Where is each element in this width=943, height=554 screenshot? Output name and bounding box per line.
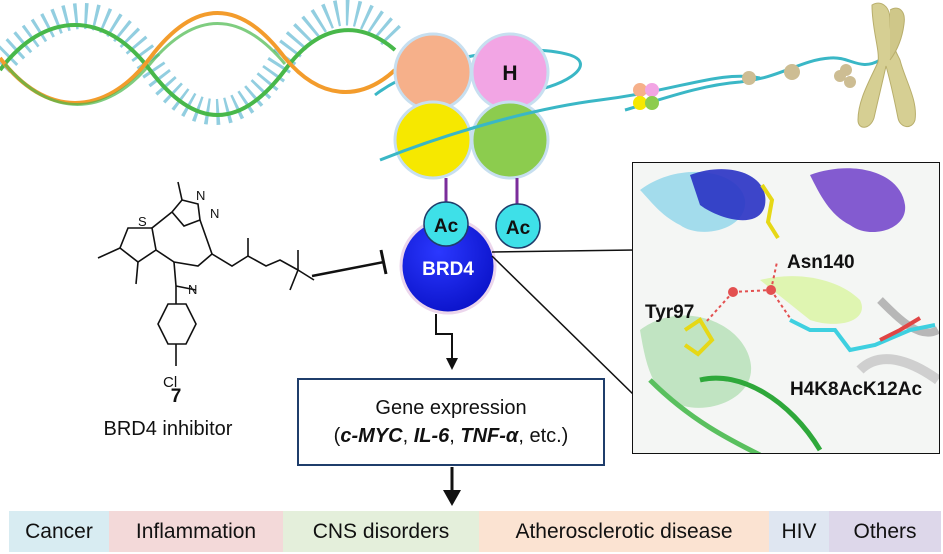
disease-arrow	[443, 467, 461, 506]
gene-il6: IL-6	[413, 425, 450, 447]
gene-cmyc: c-MYC	[340, 425, 403, 447]
disease-cns: CNS disorders	[283, 511, 479, 552]
gene-list: (c-MYC, IL-6, TNF-α, etc.)	[334, 422, 569, 450]
residue-tyr97: Tyr97	[645, 302, 694, 323]
ac-label-2: Ac	[506, 218, 531, 239]
gene-open: (	[333, 425, 341, 447]
disease-hiv: HIV	[769, 511, 829, 552]
compound-number: 7	[171, 386, 182, 407]
chromatin-fiber	[624, 56, 881, 112]
histone-label: H	[502, 62, 517, 85]
crystal-structure-inset: Asn140 Tyr97 H4K8AcK12Ac	[632, 162, 940, 454]
gene-sep-2: ,	[449, 425, 461, 447]
gene-expression-title: Gene expression	[375, 397, 527, 419]
gene-tail: , etc.)	[518, 425, 569, 447]
brd4-label: BRD4	[422, 259, 474, 280]
compound-name: BRD4 inhibitor	[104, 418, 233, 440]
disease-inflammation: Inflammation	[109, 511, 283, 552]
gene-sep-1: ,	[402, 425, 414, 447]
chromosome-icon	[857, 2, 916, 128]
disease-others: Others	[829, 511, 941, 552]
disease-bar: Cancer Inflammation CNS disorders Athero…	[9, 511, 941, 552]
zoom-line-bottom	[491, 255, 636, 397]
zoom-line-top	[491, 249, 636, 253]
dna-helix	[0, 0, 405, 125]
residue-asn140: Asn140	[787, 252, 855, 273]
histone-octamer: H	[393, 32, 550, 180]
expression-arrow	[435, 314, 458, 370]
n-label-2: N	[210, 206, 219, 221]
inhibitor-structure: N N N S	[97, 181, 315, 366]
ac-group-1: Ac	[423, 201, 469, 247]
gene-tnfa: TNF-α	[460, 425, 519, 447]
s-label: S	[138, 214, 147, 229]
inhibition-arrow	[311, 249, 388, 278]
dna-wrap-front	[379, 74, 761, 162]
n-label-1: N	[196, 188, 205, 203]
ligand-label: H4K8AcK12Ac	[790, 379, 922, 400]
ac-group-2: Ac	[495, 203, 541, 249]
ac-label-1: Ac	[434, 216, 459, 237]
chlorine-label: Cl	[163, 374, 177, 391]
disease-cancer: Cancer	[9, 511, 109, 552]
disease-atherosclerotic: Atherosclerotic disease	[479, 511, 769, 552]
gene-expression-box: Gene expression (c-MYC, IL-6, TNF-α, etc…	[297, 378, 605, 466]
